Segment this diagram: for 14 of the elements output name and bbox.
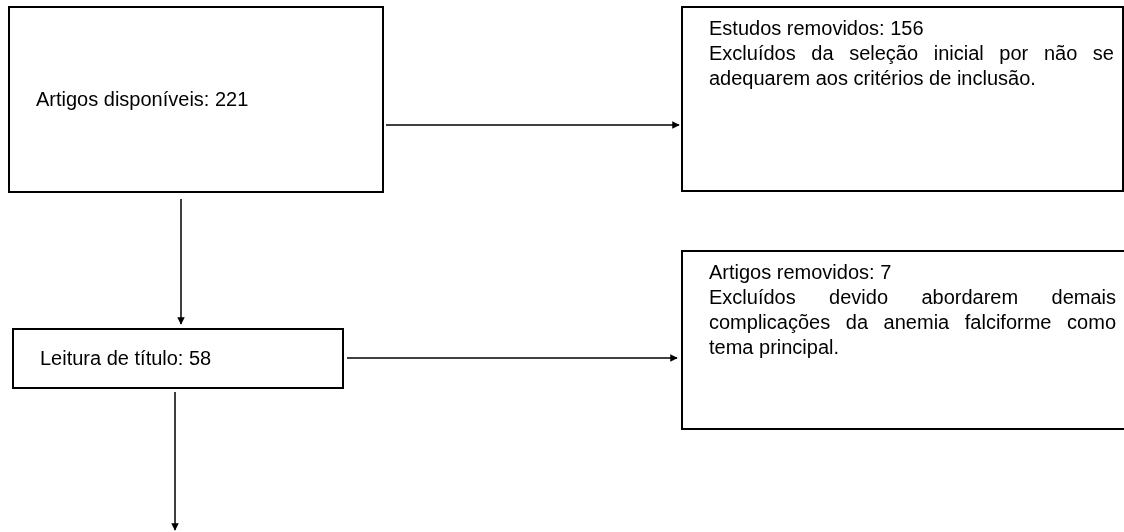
box-description: Excluídos da seleção inicial por não se adequarem aos critérios de inclusão.	[709, 41, 1114, 91]
box-heading: Artigos disponíveis: 221	[36, 87, 250, 112]
box-heading: Artigos removidos: 7	[709, 260, 893, 285]
arrow	[177, 198, 185, 325]
process-box	[8, 6, 384, 193]
arrow	[171, 391, 179, 531]
process-box	[681, 250, 1124, 430]
arrow	[385, 121, 680, 129]
box-heading: Estudos removidos: 156	[709, 16, 925, 41]
process-box	[12, 328, 344, 389]
box-description: Excluídos devido abordarem demais complicações da anemia falciforme como tema principal.	[709, 285, 1116, 360]
box-heading: Leitura de título: 58	[40, 346, 213, 371]
process-box	[681, 6, 1124, 192]
arrow	[346, 354, 678, 362]
